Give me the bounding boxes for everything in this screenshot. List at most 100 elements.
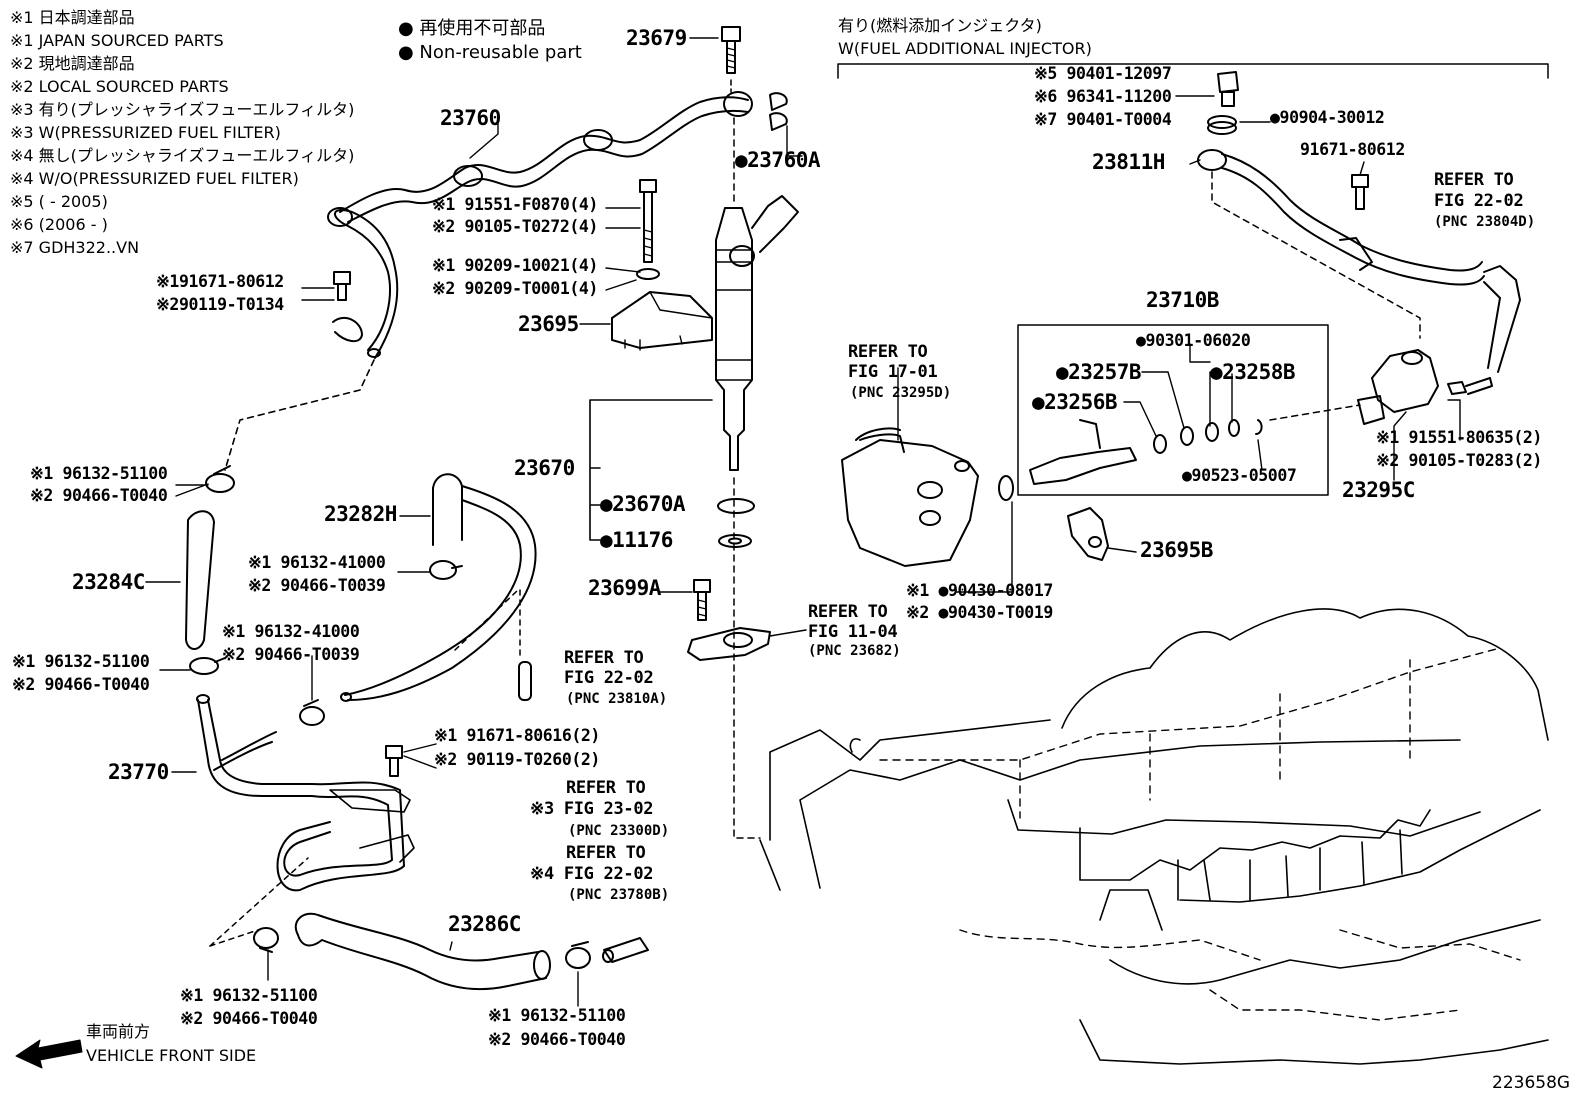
note-2-jp: ※2 現地調達部品 <box>10 54 135 73</box>
engine-outline <box>759 608 1549 1065</box>
code-90401-12097: ※5 90401-12097 <box>1034 64 1172 83</box>
pipe-23811H <box>1197 149 1485 286</box>
code-90430-T0019: ※2 ●90430-T0019 <box>906 603 1053 622</box>
label-23760: 23760 <box>440 106 501 130</box>
ref-fig-11-04-line1: REFER TO <box>808 602 888 622</box>
label-23284C: 23284C <box>72 570 145 594</box>
clamp-23695 <box>611 291 713 351</box>
code-91671-80616: ※1 91671-80616(2) <box>434 726 600 745</box>
code-96132-51100-d: ※1 96132-51100 <box>488 1006 626 1025</box>
ref-fig-17-01-line1: REFER TO <box>848 342 928 362</box>
ref-fig-11-04-line2: FIG 11-04 <box>808 622 898 642</box>
injector-header-en: W(FUEL ADDITIONAL INJECTOR) <box>838 39 1092 58</box>
code-90105-T0272: ※2 90105-T0272(4) <box>432 217 598 236</box>
note-1-jp: ※1 日本調達部品 <box>10 8 135 27</box>
o-ring-23670A <box>717 498 755 514</box>
label-23257B: ●23257B <box>1056 360 1142 384</box>
code-96132-41000-a: ※1 96132-41000 <box>248 553 386 572</box>
fuel-pipe-23760 <box>327 91 753 359</box>
code-90466-T0040-b: ※2 90466-T0040 <box>12 675 150 694</box>
code-90119-T0134: ※290119-T0134 <box>156 295 284 314</box>
valve-body-23295C <box>1357 349 1439 425</box>
ref-fig-22-02-b-pnc: (PNC 23780B) <box>568 887 670 903</box>
tube-23810A <box>518 661 532 701</box>
code-90466-T0039-a: ※2 90466-T0039 <box>248 576 386 595</box>
label-23770: 23770 <box>108 760 169 784</box>
figure-id: 223658G <box>1492 1073 1571 1093</box>
injector-header-jp: 有り(燃料添加インジェクタ) <box>838 16 1042 35</box>
note-3-en: ※3 W(PRESSURIZED FUEL FILTER) <box>10 123 281 142</box>
code-96132-51100-b: ※1 96132-51100 <box>12 652 150 671</box>
code-91671-80612-right: 91671-80612 <box>1300 140 1405 159</box>
code-90209-10021: ※1 90209-10021(4) <box>432 256 598 275</box>
label-23695: 23695 <box>518 312 579 336</box>
code-90430-08017: ※1 ●90430-08017 <box>906 581 1053 600</box>
ref-fig-22-02-b-line1: REFER TO <box>566 843 646 863</box>
hose-clamp-bottom-left <box>253 927 279 953</box>
hose-clamp-left-lower <box>189 657 226 675</box>
code-90466-T0040-d: ※2 90466-T0040 <box>488 1030 626 1049</box>
ref-fig-17-01-line2: FIG 17-01 <box>848 362 938 382</box>
hose-23284C <box>185 510 215 650</box>
housing-pnc-23295D <box>841 427 979 567</box>
front-arrow-shape <box>15 1039 83 1069</box>
bolt-91551-F0870 <box>639 179 657 263</box>
ref-fig-22-02-c-pnc: (PNC 23804D) <box>1434 214 1536 230</box>
label-23710B: 23710B <box>1146 288 1219 312</box>
label-23258B: ●23258B <box>1210 360 1296 384</box>
label-23670: 23670 <box>514 456 575 480</box>
hose-clamp-mid <box>429 560 463 580</box>
pipe-23770 <box>196 694 415 892</box>
note-3-jp: ※3 有り(プレッシャライズフューエルフィルタ) <box>10 100 355 119</box>
ref-fig-22-02-a-line2: FIG 22-02 <box>564 668 654 688</box>
code-90466-T0040-a: ※2 90466-T0040 <box>30 486 168 505</box>
code-96132-51100-a: ※1 96132-51100 <box>30 464 168 483</box>
injector-nozzle-23256B <box>1029 419 1137 485</box>
hose-clamp-lower-mid <box>299 699 325 726</box>
label-23811H: 23811H <box>1092 150 1165 174</box>
label-23760A: ●23760A <box>735 148 821 172</box>
plate-pnc-23682 <box>687 627 771 661</box>
front-label-en: VEHICLE FRONT SIDE <box>86 1046 257 1065</box>
label-23256B: ●23256B <box>1032 390 1118 414</box>
leader-lines <box>145 37 1461 1007</box>
code-90523-05007: ●90523-05007 <box>1182 466 1297 485</box>
bolt-91551-80635 <box>1447 377 1493 395</box>
legend-en: ● Non-reusable part <box>398 42 582 63</box>
ref-fig-22-02-a-pnc: (PNC 23810A) <box>566 691 668 707</box>
ref-fig-11-04-pnc: (PNC 23682) <box>808 643 901 659</box>
hose-23282H <box>340 473 537 702</box>
code-90105-T0283: ※2 90105-T0283(2) <box>1376 451 1542 470</box>
gasket-90430 <box>998 475 1014 501</box>
ref-fig-22-02-a-line1: REFER TO <box>564 648 644 668</box>
label-23695B: 23695B <box>1140 538 1213 562</box>
code-90904-30012: ●90904-30012 <box>1270 108 1385 127</box>
ref-fig-23-02-line1: REFER TO <box>566 778 646 798</box>
code-96132-51100-c: ※1 96132-51100 <box>180 986 318 1005</box>
bolt-90401 <box>1217 71 1239 107</box>
hose-23286C <box>294 912 551 991</box>
note-5: ※5 ( - 2005) <box>10 192 108 211</box>
section-frame <box>837 63 1549 79</box>
tube-23780B <box>602 937 649 963</box>
ring-23257B <box>1180 426 1194 446</box>
ref-fig-22-02-c-line1: REFER TO <box>1434 170 1514 190</box>
note-6: ※6 (2006 - ) <box>10 215 108 234</box>
code-90466-T0039-b: ※2 90466-T0039 <box>222 645 360 664</box>
label-23699A: 23699A <box>588 576 661 600</box>
bolt-23699A <box>693 579 711 621</box>
label-23282H: 23282H <box>324 502 397 526</box>
ring-23256B <box>1153 434 1167 454</box>
code-91551-80635: ※1 91551-80635(2) <box>1376 428 1542 447</box>
ref-fig-23-02-line2: ※3 FIG 23-02 <box>530 799 654 819</box>
ring-23258B <box>1228 419 1240 437</box>
code-90466-T0040-c: ※2 90466-T0040 <box>180 1009 318 1028</box>
bolt-23679 <box>721 26 741 74</box>
gasket-90904-30012 <box>1207 115 1237 135</box>
legend-jp: ● 再使用不可部品 <box>398 18 546 39</box>
bolt-91671-80616 <box>385 745 403 777</box>
label-23670A: ●23670A <box>600 492 686 516</box>
code-90209-T0001: ※2 90209-T0001(4) <box>432 279 598 298</box>
label-11176: ●11176 <box>600 528 673 552</box>
